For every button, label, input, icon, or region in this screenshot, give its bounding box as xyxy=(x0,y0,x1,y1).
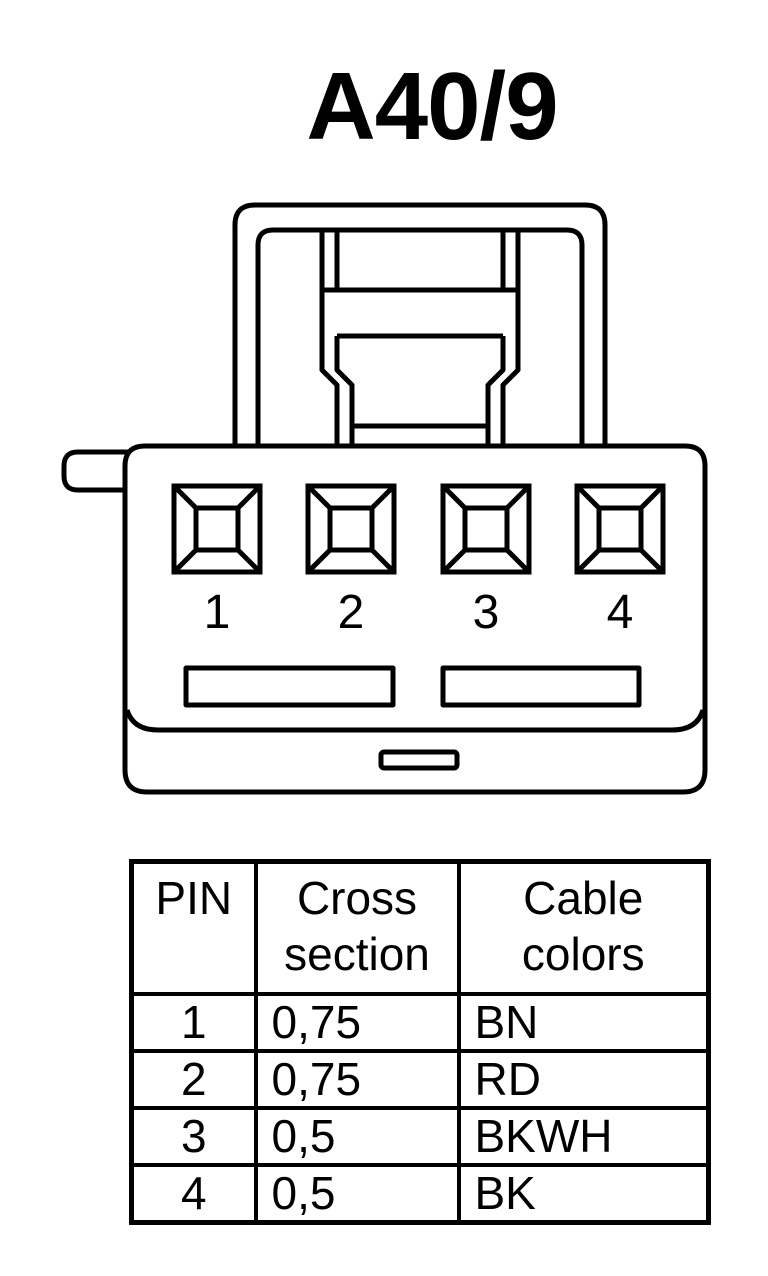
row-cable-color: RD xyxy=(456,1049,711,1110)
side-tab xyxy=(61,449,130,493)
header-cross-section: Cross section xyxy=(253,859,461,996)
bottom-slot xyxy=(378,749,460,771)
row-pin: 1 xyxy=(129,992,258,1053)
pin-cavity-1 xyxy=(171,483,263,575)
row-pin: 2 xyxy=(129,1049,258,1110)
row-cross-section: 0,5 xyxy=(253,1163,461,1225)
row-cross-section: 0,5 xyxy=(253,1106,461,1167)
row-pin: 3 xyxy=(129,1106,258,1167)
lower-slot-left xyxy=(183,665,396,708)
row-cross-section: 0,75 xyxy=(253,992,461,1053)
pin-label-3: 3 xyxy=(473,586,500,639)
latch-outer-frame xyxy=(232,202,608,446)
table-row: 4 0,5 BK xyxy=(129,1163,711,1225)
latch-tongue xyxy=(319,290,340,446)
table-header-row: PIN Cross section Cable colors xyxy=(129,859,711,996)
pin-cavity-2 xyxy=(305,483,397,575)
row-cable-color: BK xyxy=(456,1163,711,1225)
header-pin: PIN xyxy=(129,859,258,996)
pin-label-4: 4 xyxy=(607,586,634,639)
header-cross-line1: Cross xyxy=(296,872,418,924)
pin-label-1: 1 xyxy=(204,586,231,639)
connector-title: A40/9 xyxy=(306,53,558,160)
table-row: 3 0,5 BKWH xyxy=(129,1106,711,1167)
row-cable-color: BKWH xyxy=(456,1106,711,1167)
header-pin-label: PIN xyxy=(155,872,233,924)
housing-body xyxy=(122,443,708,795)
row-pin: 4 xyxy=(129,1163,258,1225)
table-row: 2 0,75 RD xyxy=(129,1049,711,1110)
pin-assignment-table: PIN Cross section Cable colors 1 0,75 BN… xyxy=(129,859,711,1225)
pin-cavity-3 xyxy=(440,483,532,575)
header-cable-colors: Cable colors xyxy=(456,859,711,996)
header-cross-line2: section xyxy=(284,928,430,980)
row-cross-section: 0,75 xyxy=(253,1049,461,1110)
table-row: 1 0,75 BN xyxy=(129,992,711,1053)
pin-cavity-4 xyxy=(574,483,666,575)
header-cable-line2: colors xyxy=(521,928,645,980)
connector-drawing: 1 2 3 4 xyxy=(61,202,708,795)
row-cable-color: BN xyxy=(456,992,711,1053)
latch-inner-frame xyxy=(255,227,585,446)
header-cable-line1: Cable xyxy=(523,872,644,924)
lower-slot-right xyxy=(440,665,642,708)
pin-label-2: 2 xyxy=(338,586,365,639)
